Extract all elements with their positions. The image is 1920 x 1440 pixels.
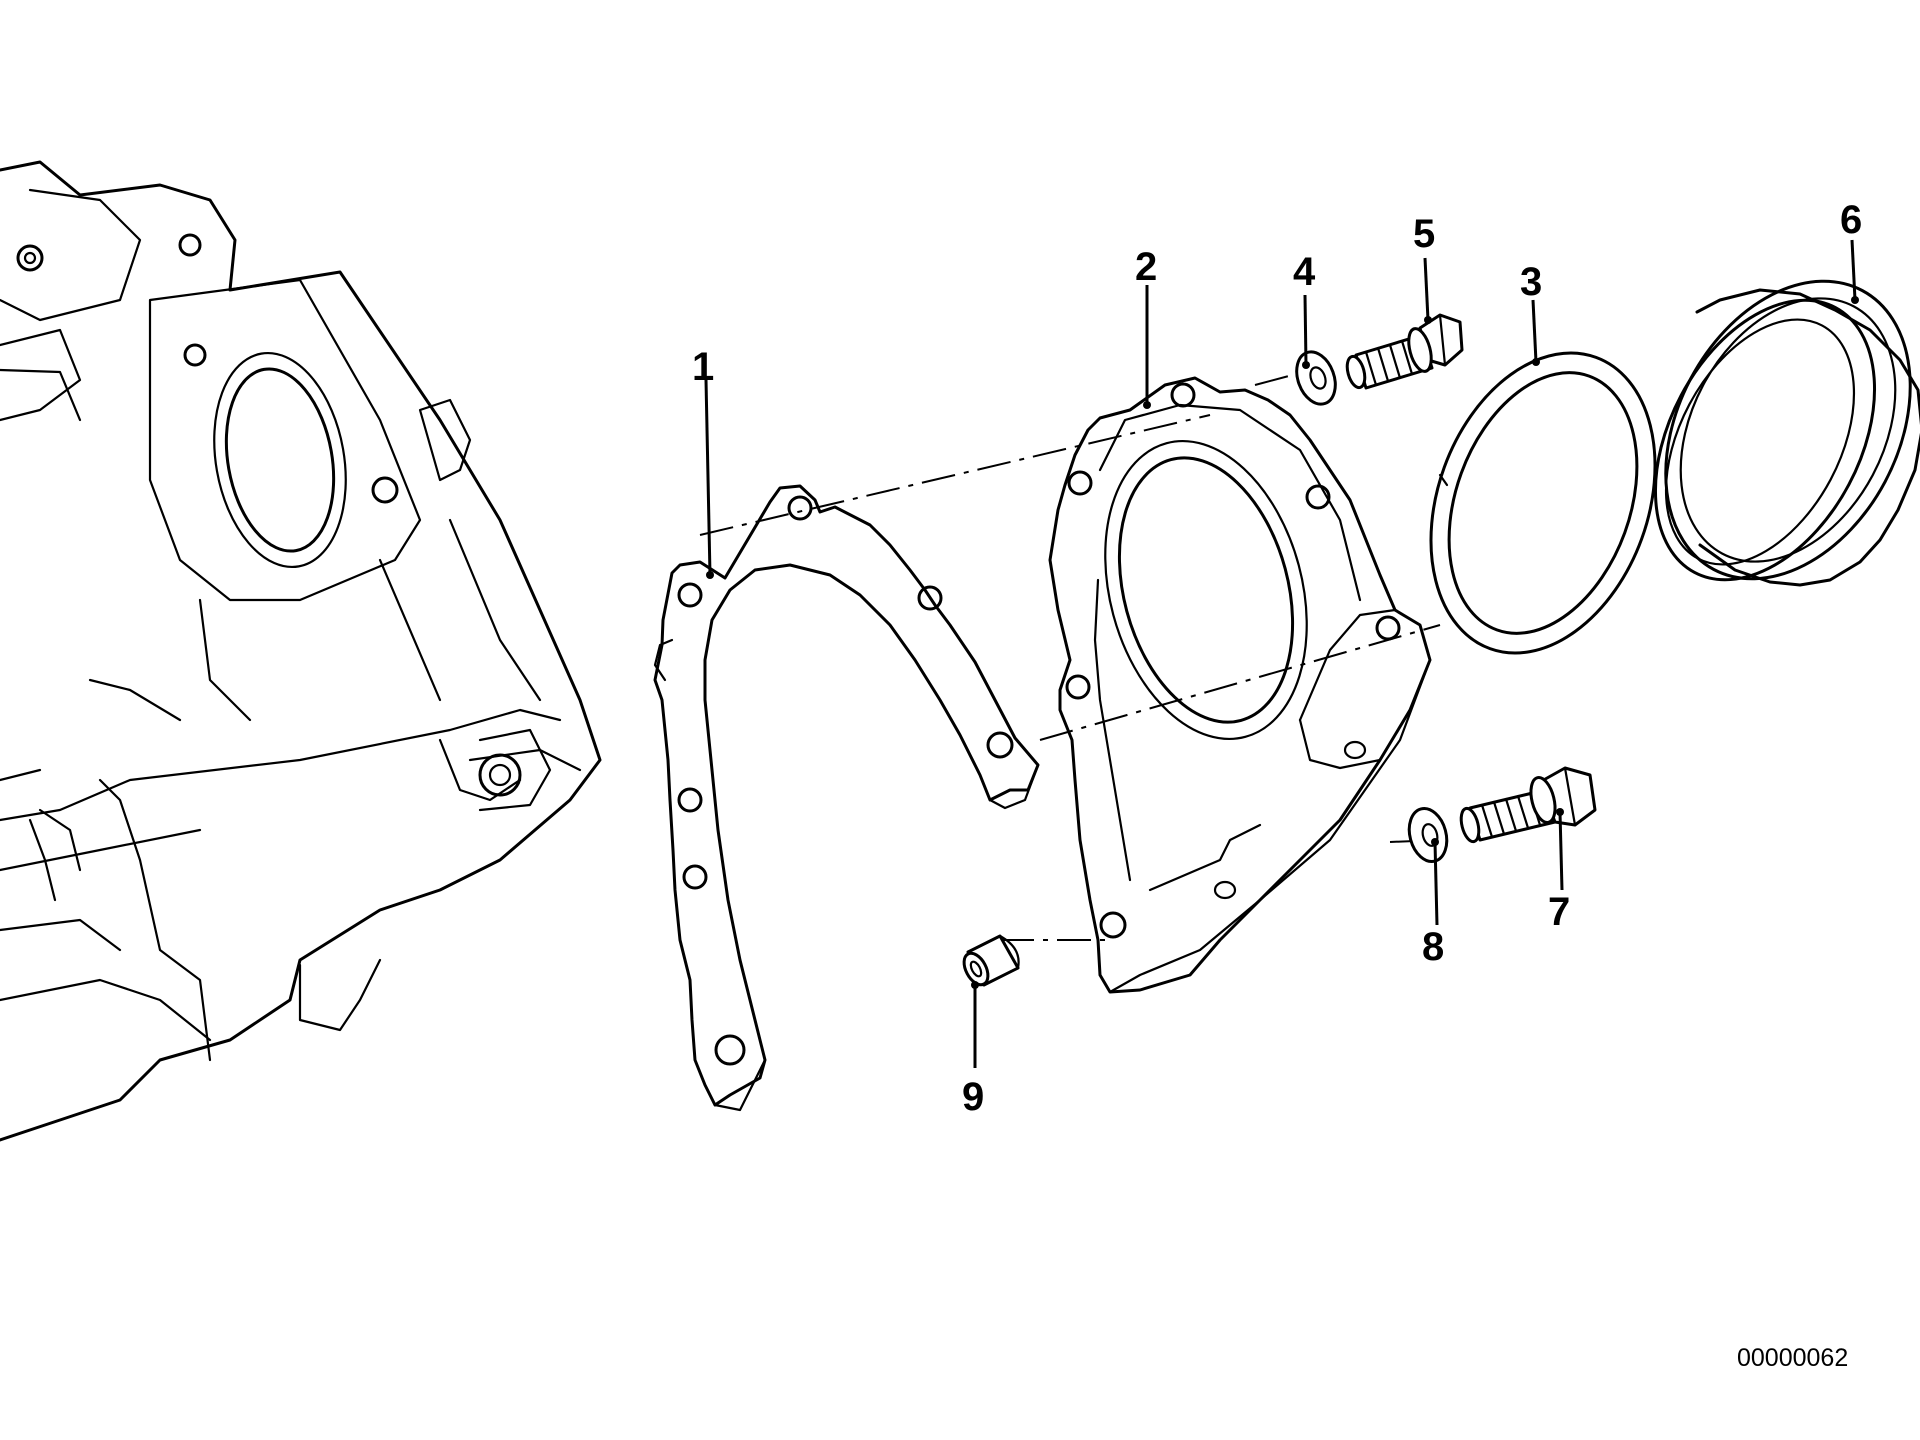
part-5-bolt bbox=[1345, 313, 1464, 390]
callout-8: 8 bbox=[1422, 925, 1444, 969]
part-8-washer bbox=[1407, 807, 1449, 863]
part-6-shaft-seal bbox=[1653, 279, 1920, 587]
part-2-seal-carrier bbox=[1048, 376, 1432, 994]
callout-labels: 1 2 3 4 5 6 7 8 9 00000062 bbox=[692, 198, 1862, 1372]
part-3-ring bbox=[1429, 351, 1657, 655]
diagram-reference-number: 00000062 bbox=[1737, 1344, 1848, 1372]
callout-4: 4 bbox=[1293, 250, 1316, 294]
part-7-bolt bbox=[1459, 766, 1597, 844]
part-1-gasket bbox=[653, 484, 1040, 1112]
callout-2: 2 bbox=[1135, 245, 1157, 289]
part-9-dowel bbox=[962, 934, 1020, 987]
leader-lines bbox=[704, 239, 1859, 1068]
callout-5: 5 bbox=[1413, 212, 1435, 256]
callout-3: 3 bbox=[1520, 260, 1542, 304]
engine-block bbox=[0, 160, 602, 1142]
callout-9: 9 bbox=[962, 1075, 984, 1119]
part-4-washer bbox=[1295, 350, 1337, 406]
callout-7: 7 bbox=[1548, 890, 1570, 934]
callout-6: 6 bbox=[1840, 198, 1862, 242]
callout-1: 1 bbox=[692, 345, 714, 389]
